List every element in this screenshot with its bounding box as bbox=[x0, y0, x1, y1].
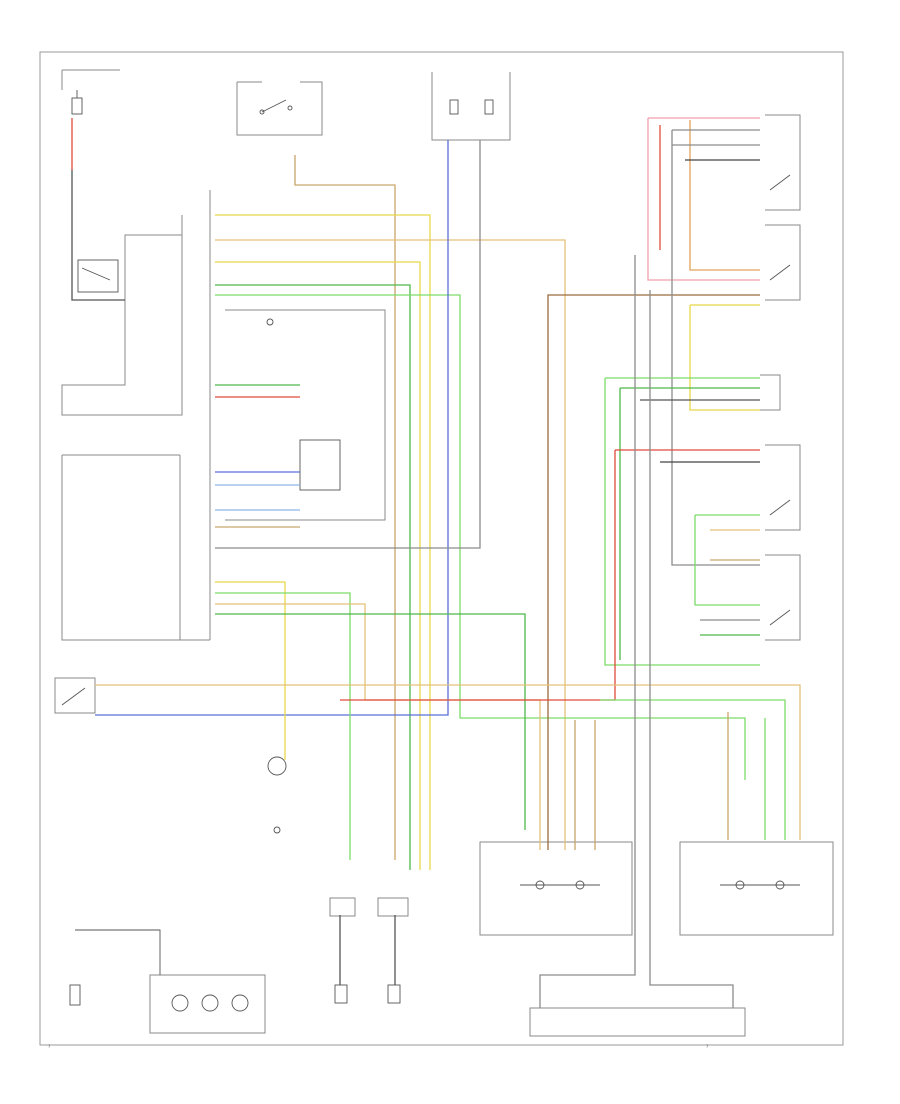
high-mount-stop-lamp bbox=[529, 1007, 746, 1037]
wire-yellow-right bbox=[689, 304, 760, 411]
diagram-frame bbox=[39, 51, 844, 1046]
wires bbox=[71, 117, 801, 1008]
left-rear-lamp bbox=[329, 897, 356, 917]
wire-brown-main bbox=[547, 294, 760, 850]
wire-orange-low bbox=[215, 603, 541, 850]
wire-tan-ignition bbox=[294, 155, 396, 860]
wire-yellow-1 bbox=[215, 214, 431, 870]
wire-black-left bbox=[71, 170, 125, 301]
wire-green-rear bbox=[694, 514, 760, 606]
wire-green-2 bbox=[215, 294, 746, 780]
left-rear-lamp-assembly bbox=[479, 841, 633, 936]
wire-red-rear bbox=[340, 449, 760, 701]
instrument-cluster bbox=[225, 309, 386, 521]
wire-green-low bbox=[215, 613, 526, 830]
fuse-block-left bbox=[61, 69, 120, 115]
wire-orange-1 bbox=[215, 239, 566, 850]
wire-green-trailer-1 bbox=[604, 377, 760, 666]
wire-tan-door bbox=[689, 120, 760, 271]
door-lock-switch bbox=[54, 677, 96, 714]
right-rear-lamp bbox=[377, 897, 409, 917]
wire-gray-right-2 bbox=[671, 130, 760, 566]
wire-green-trailer-2 bbox=[619, 387, 760, 660]
courtesy-lamp bbox=[267, 756, 287, 834]
door-switch-4 bbox=[765, 554, 801, 641]
wire-gray-harness-2 bbox=[649, 290, 734, 1008]
ground-symbols bbox=[334, 984, 401, 1004]
wire-gray-lamp-conn bbox=[339, 915, 396, 985]
wire-lightgreen-low bbox=[215, 592, 351, 860]
fuse-block-center bbox=[431, 72, 511, 141]
wire-orange-cross bbox=[95, 684, 801, 840]
footer-right-label: ? bbox=[706, 1044, 709, 1050]
wire-yellow-low bbox=[215, 581, 286, 760]
door-switch-2 bbox=[765, 224, 801, 301]
right-rear-lamp-assembly bbox=[679, 841, 834, 936]
trailer-connector bbox=[760, 374, 781, 411]
wire-green-1 bbox=[215, 284, 411, 870]
body-control-module-lower bbox=[61, 454, 210, 641]
door-switch-3 bbox=[765, 444, 801, 531]
ignition-switch bbox=[236, 81, 323, 136]
door-switch-upper bbox=[765, 114, 801, 211]
wire-green-cross bbox=[600, 699, 786, 840]
wire-gray-center bbox=[215, 140, 481, 549]
body-control-module bbox=[61, 190, 211, 640]
wire-blue bbox=[95, 140, 449, 716]
license-lamps bbox=[69, 929, 266, 1034]
wire-gray-harness-1 bbox=[539, 255, 636, 1008]
wire-yellow-2 bbox=[215, 261, 421, 870]
wire-pink-vert bbox=[647, 118, 760, 281]
footer-left-label: ? bbox=[48, 1044, 51, 1050]
